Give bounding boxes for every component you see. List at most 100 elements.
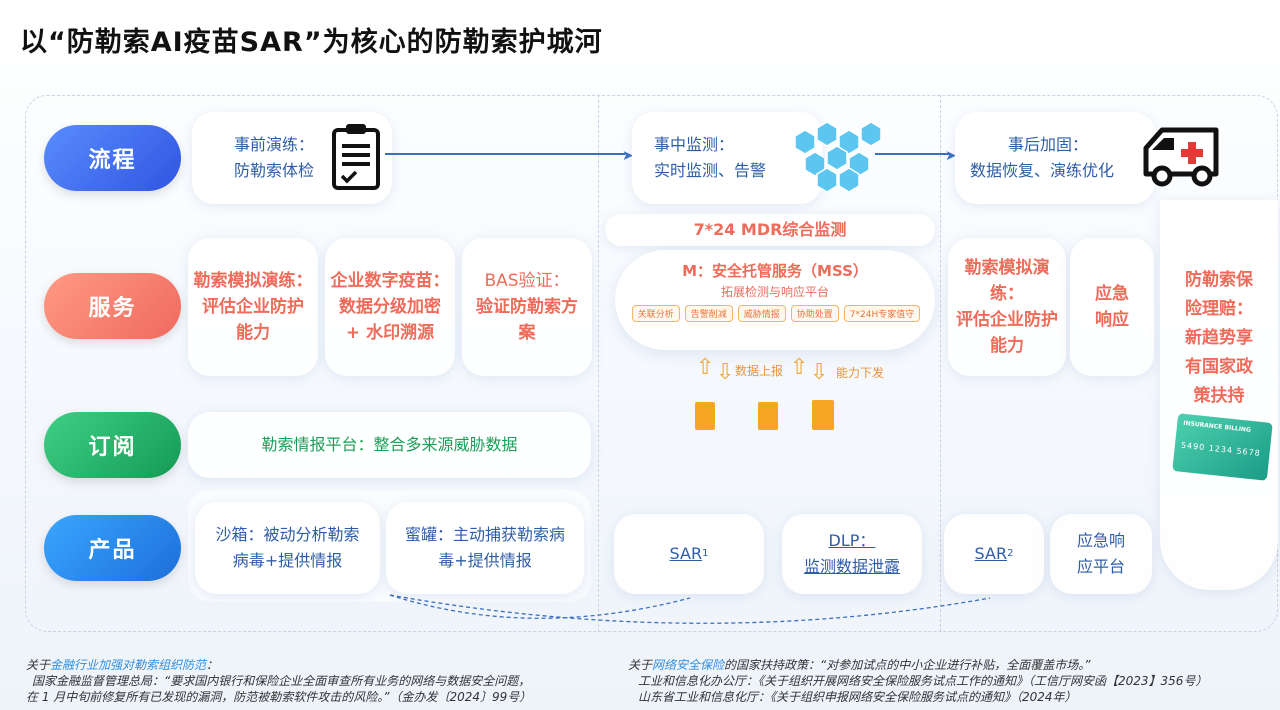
mdr-banner: 7*24 MDR综合监测: [605, 214, 935, 246]
text: 企业数字疫苗：: [330, 271, 450, 291]
arrow-up-icon: ⇧: [696, 355, 715, 380]
text: 病毒+提供情报: [232, 551, 343, 570]
text: 山东省工业和信息化厅：《关于组织申报网络安全保险服务试点的通知》（2024年）: [638, 690, 1077, 704]
text: BAS验证：: [484, 271, 570, 291]
text: + 水印溯源: [345, 323, 435, 343]
text: 案: [518, 323, 536, 343]
text: 毒+提供情报: [438, 551, 532, 570]
tag: 关联分析: [631, 305, 680, 322]
subscribe-intel-platform: 勒索情报平台：整合多来源威胁数据: [188, 412, 591, 478]
text: 的国家扶持政策：“对参加试点的中小企业进行补贴，全面覆盖市场。”: [724, 658, 1091, 672]
text: 关于: [26, 658, 51, 672]
text: 在 1 月中旬前修复所有已发现的漏洞，防范被勒索软件攻击的风险。”（金办发〔20…: [26, 690, 532, 704]
ambulance-icon: [1142, 124, 1222, 188]
text: 评估企业防护: [202, 297, 304, 317]
text: 险理赔：: [1185, 299, 1253, 319]
text: 能力: [236, 323, 270, 343]
sar1-link[interactable]: SAR: [669, 544, 703, 563]
flow-arrow: [875, 153, 950, 155]
product-honeypot: 蜜罐：主动捕获勒索病毒+提供情报: [386, 502, 584, 594]
arrow-head-icon: ➤: [622, 148, 634, 164]
text: 勒索模拟演练：: [193, 271, 313, 291]
text: 监测数据泄露: [803, 557, 900, 576]
dashed-connector: [389, 594, 991, 624]
text: 能力: [990, 336, 1024, 356]
service-emergency-response: 应急响应: [1070, 238, 1154, 376]
row-label-service: 服务: [44, 273, 181, 339]
arrow-down-icon: ⇩: [810, 360, 829, 385]
text: 国家金融监督管理总局：“要求国内银行和保险企业全面审查所有业务的网络与数据安全问…: [32, 674, 531, 688]
text: 应平台: [1076, 557, 1125, 576]
text: 验证防勒索方: [476, 297, 578, 317]
process-post-label: 事后加固：: [1008, 135, 1089, 154]
row-label-product: 产品: [44, 515, 181, 581]
arrow-head-icon: ➤: [945, 148, 957, 164]
sup: 1: [702, 548, 709, 559]
sar2-link[interactable]: SAR: [974, 544, 1008, 563]
process-post: 事后加固： 数据恢复、演练优化: [955, 112, 1155, 204]
clipboard-icon: [330, 122, 382, 190]
tag: 告警削减: [684, 305, 733, 322]
arrow-up-icon: ⇧: [790, 355, 809, 380]
text: 应急: [1095, 284, 1129, 304]
highlight: 网络安全保险: [652, 658, 725, 672]
highlight: 金融行业加强对勒索组织防范: [50, 658, 207, 672]
process-pre-desc: 防勒索体检: [234, 161, 315, 180]
upload-label: 数据上报: [735, 364, 784, 378]
text: ：: [206, 658, 219, 672]
flow-arrow: [385, 153, 625, 155]
text: 有国家政: [1185, 357, 1253, 377]
tag: 7*24H专家值守: [843, 305, 921, 322]
card-text: INSURANCE BILLING: [1182, 419, 1252, 434]
text: 新趋势享: [1185, 328, 1253, 348]
mss-tags: 关联分析 告警削减 威胁情报 协助处置 7*24H专家值守: [626, 305, 926, 322]
service-simulation-drill-post: 勒索模拟演练： 评估企业防护能力: [948, 238, 1066, 376]
tag: 威胁情报: [737, 305, 786, 322]
process-mid-label: 事中监测：: [654, 135, 735, 154]
mss-subtitle: 拓展检测与响应平台: [720, 285, 829, 299]
text: 数据分级加密: [339, 297, 441, 317]
text: 策扶持: [1193, 386, 1245, 406]
card-number: 5490 1234 5678: [1180, 440, 1262, 459]
divider: [598, 95, 599, 632]
process-mid-desc: 实时监测、告警: [654, 161, 767, 180]
building-icon: [695, 402, 715, 430]
process-pre-label: 事前演练：: [234, 135, 315, 154]
text: DLP：: [828, 531, 876, 550]
text: 勒索模拟演练：: [964, 258, 1050, 304]
service-digital-vaccine: 企业数字疫苗： 数据分级加密 + 水印溯源: [325, 238, 455, 376]
mss-title: M：安全托管服务（MSS）: [682, 262, 868, 280]
row-label-process: 流程: [44, 125, 181, 191]
insurance-card-image: INSURANCE BILLING 5490 1234 5678: [1172, 413, 1273, 481]
footer-insurance-note: 关于网络安全保险的国家扶持政策：“对参加试点的中小企业进行补贴，全面覆盖市场。”…: [628, 657, 1280, 705]
row-label-subscribe: 订阅: [44, 412, 181, 478]
network-hex-icon: [785, 121, 882, 193]
footer-finance-note: 关于金融行业加强对勒索组织防范： 国家金融监督管理总局：“要求国内银行和保险企业…: [26, 657, 626, 705]
text: 响应: [1095, 310, 1129, 330]
product-emergency-platform: 应急响应平台: [1050, 514, 1152, 594]
arrow-down-icon: ⇩: [716, 360, 735, 385]
text: 应急响: [1076, 531, 1125, 550]
text: 防勒索保: [1185, 270, 1253, 290]
sup: 2: [1007, 548, 1014, 559]
text: 评估企业防护: [956, 310, 1058, 330]
divider: [940, 95, 941, 632]
text: 关于: [628, 658, 653, 672]
product-sandbox: 沙箱：被动分析勒索病毒+提供情报: [195, 502, 380, 594]
service-bas: BAS验证： 验证防勒索方案: [462, 238, 592, 376]
process-post-desc: 数据恢复、演练优化: [970, 161, 1115, 180]
text: 蜜罐：主动捕获勒索病: [404, 525, 565, 544]
building-icon: [812, 400, 834, 430]
page-title: 以“防勒索AI疫苗SAR”为核心的防勒索护城河: [20, 27, 603, 58]
building-icon: [758, 402, 778, 430]
mss-cloud: [615, 250, 935, 350]
service-simulation-drill: 勒索模拟演练： 评估企业防护能力: [188, 238, 318, 376]
product-dlp[interactable]: DLP： 监测数据泄露: [782, 514, 922, 594]
text: 沙箱：被动分析勒索: [215, 525, 360, 544]
tag: 协助处置: [790, 305, 839, 322]
text: 工业和信息化办公厅：《关于组织开展网络安全保险服务试点工作的通知》（工信厅网安函…: [638, 674, 1208, 688]
insurance-panel: 防勒索保险理赔： 新趋势享有国家政策扶持: [1160, 200, 1278, 590]
process-mid: 事中监测： 实时监测、告警: [632, 112, 822, 204]
